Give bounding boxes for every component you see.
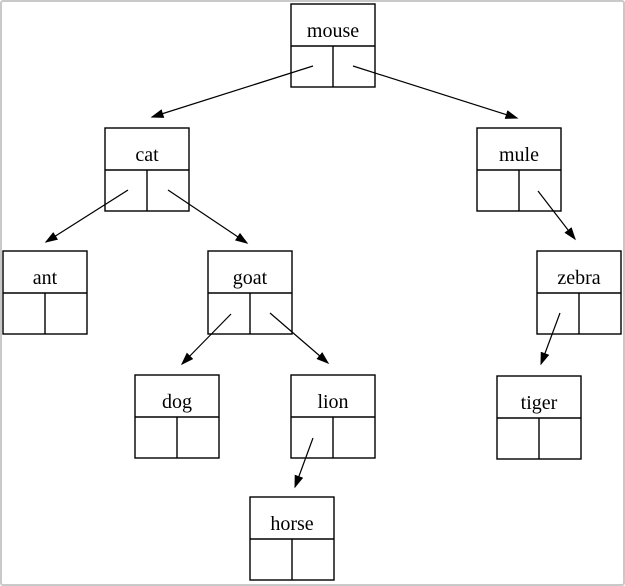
node-label: tiger — [521, 392, 558, 414]
tree-node-lion: lion — [290, 374, 376, 459]
edge-mule-right-to-zebra — [537, 190, 576, 241]
node-label: horse — [270, 513, 313, 535]
node-label: cat — [135, 144, 159, 166]
edge-mouse-right-to-mule — [352, 65, 519, 119]
node-label: zebra — [557, 267, 600, 289]
tree-node-cat: cat — [104, 127, 190, 212]
node-label: mouse — [307, 20, 359, 42]
edge-goat-left-to-dog — [180, 313, 232, 366]
node-label: ant — [33, 267, 58, 289]
edge-lion-left-to-horse — [294, 437, 314, 489]
node-label: goat — [233, 267, 268, 289]
node-label: mule — [499, 144, 539, 166]
edge-goat-right-to-lion — [269, 312, 330, 364]
tree-node-mouse: mouse — [290, 3, 376, 88]
edge-cat-right-to-goat — [167, 189, 249, 244]
tree-node-zebra: zebra — [536, 250, 622, 335]
tree-node-mule: mule — [476, 127, 562, 212]
tree-node-ant: ant — [2, 250, 88, 335]
node-label: dog — [162, 391, 192, 413]
tree-node-tiger: tiger — [496, 375, 582, 460]
edge-zebra-left-to-tiger — [540, 312, 561, 366]
tree-node-dog: dog — [134, 374, 220, 459]
edge-mouse-left-to-cat — [150, 65, 314, 118]
edge-cat-left-to-ant — [44, 189, 129, 243]
tree-node-horse: horse — [249, 496, 335, 581]
node-label: lion — [317, 391, 348, 413]
